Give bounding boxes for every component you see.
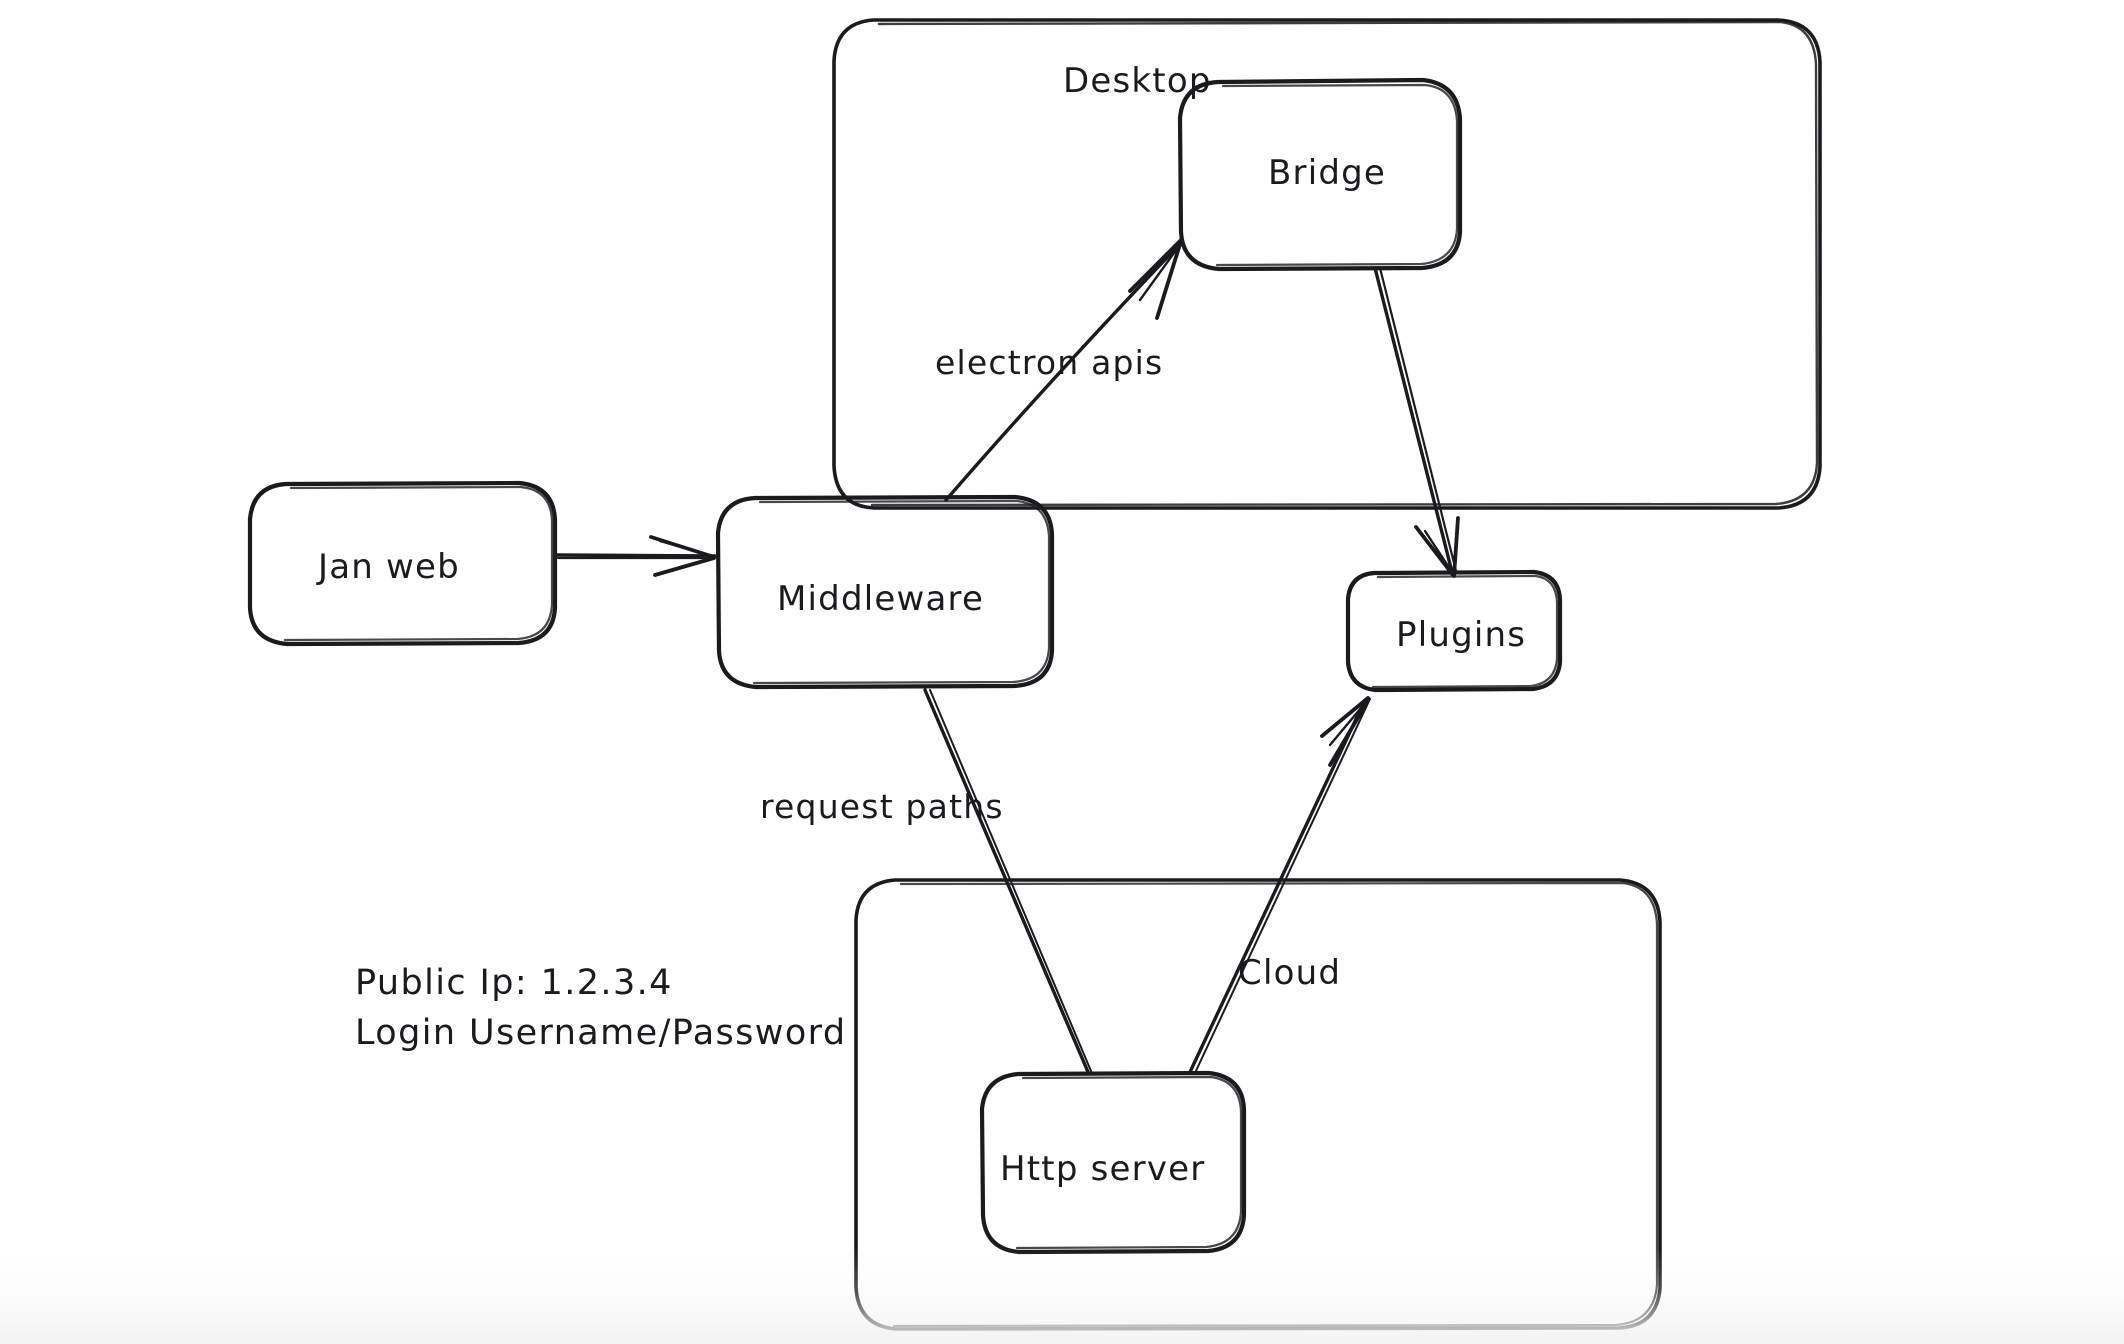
edge-janweb-to-middleware[interactable] [554,535,717,577]
edge-middleware-to-bridge[interactable]: electron apis [935,238,1183,502]
group-label-cloud: Cloud [1238,953,1341,993]
node-label-jan-web: Jan web [316,547,460,587]
note-line-login: Login Username/Password [355,1013,846,1053]
note-line-public-ip: Public Ip: 1.2.3.4 [355,963,673,1003]
node-label-http-server: Http server [1000,1149,1205,1189]
edge-bridge-to-plugins[interactable] [1373,266,1460,578]
node-label-bridge: Bridge [1268,153,1386,193]
group-label-desktop: Desktop [1063,61,1212,101]
node-bridge[interactable]: Bridge [1177,77,1463,272]
edge-label-request-paths: request paths [760,787,1004,826]
node-plugins[interactable]: Plugins [1345,569,1563,693]
node-http-server[interactable]: Http server [979,1070,1247,1255]
node-jan-web[interactable]: Jan web [247,480,558,647]
group-desktop[interactable]: Desktop [832,18,1822,510]
group-cloud[interactable]: Cloud [854,878,1662,1331]
note-connection-info: Public Ip: 1.2.3.4 Login Username/Passwo… [355,963,846,1053]
node-label-plugins: Plugins [1396,615,1526,655]
edge-httpserver-to-plugins[interactable] [1188,696,1371,1074]
node-label-middleware: Middleware [777,579,984,619]
node-middleware[interactable]: Middleware [715,494,1055,690]
edge-middleware-to-httpserver[interactable]: request paths [760,688,1092,1074]
edge-label-electron-apis: electron apis [935,343,1163,382]
